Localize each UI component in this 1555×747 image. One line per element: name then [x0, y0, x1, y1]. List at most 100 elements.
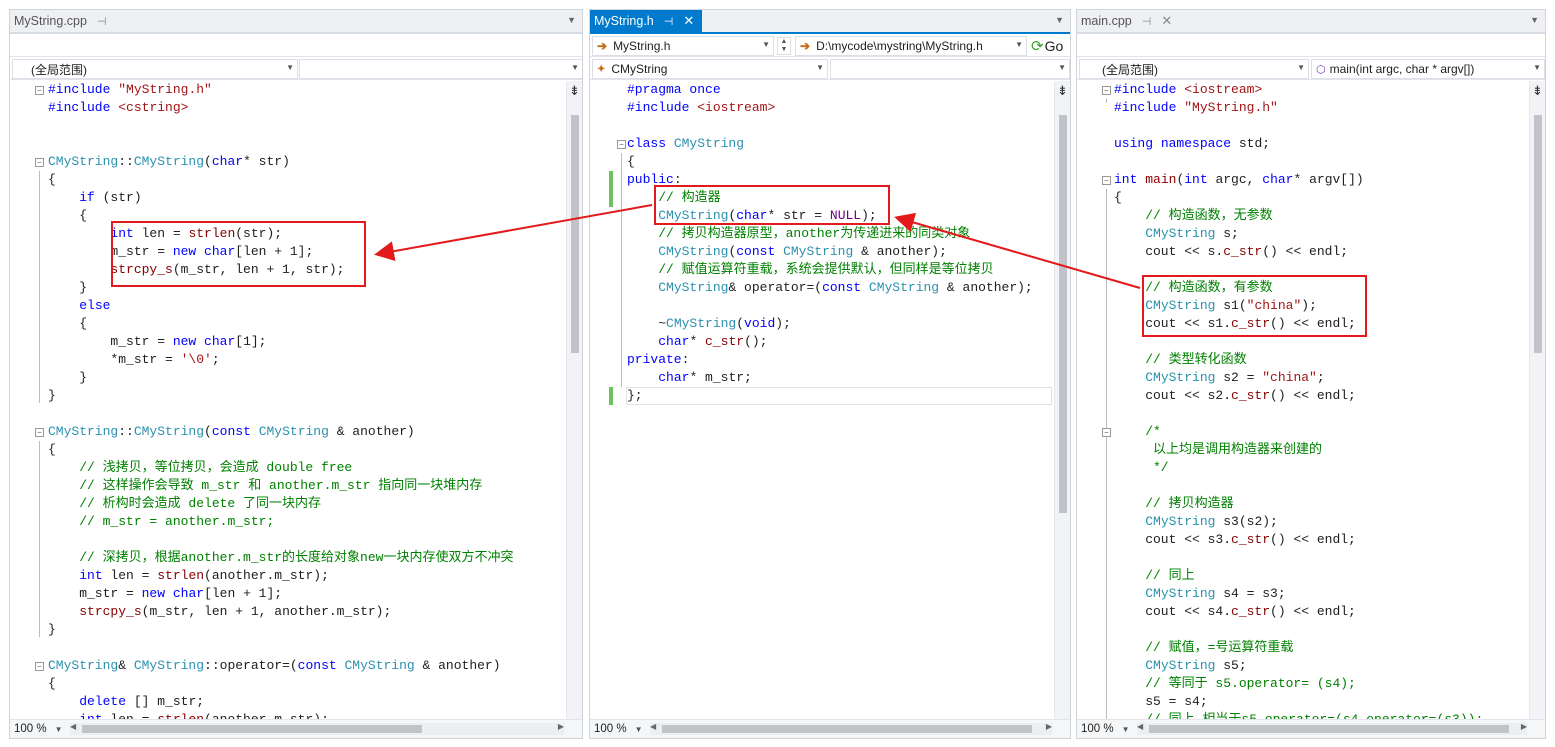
scrollbar-thumb[interactable]	[662, 725, 1032, 733]
editor-pane-mystring-h: MyString.h ⊣ ✕ ▼ ➔ MyString.h ▼ ▲▼ ➔ D:\…	[589, 9, 1071, 739]
tab-dropdown-icon[interactable]: ▼	[1530, 15, 1539, 25]
scroll-left-icon[interactable]: ◀	[1137, 722, 1144, 731]
vertical-scrollbar[interactable]: ⇟	[566, 81, 582, 719]
scrollbar-thumb[interactable]	[1149, 725, 1509, 733]
pin-icon[interactable]: ⊣	[96, 15, 107, 28]
close-icon[interactable]: ✕	[1161, 13, 1173, 28]
split-icon[interactable]: ⇟	[569, 83, 580, 98]
scrollbar-thumb[interactable]	[82, 725, 422, 733]
horizontal-scrollbar[interactable]: ◀ ▶	[70, 722, 564, 735]
code-line: delete [] m_str;	[79, 694, 205, 709]
code-line: #pragma once	[627, 82, 721, 97]
chevron-down-icon: ▼	[1015, 40, 1023, 49]
navigation-bar: ➔ MyString.h ▼ ▲▼ ➔ D:\mycode\mystring\M…	[590, 35, 1070, 57]
zoom-combo[interactable]: 100 % ▼	[594, 721, 643, 737]
current-line-highlight	[626, 387, 1052, 405]
code-line: CMyString& CMyString::operator=(const CM…	[48, 658, 501, 673]
editor-status-bar: 100 % ▼ ◀ ▶	[590, 719, 1070, 738]
tab-title: MyString.cpp	[14, 14, 87, 28]
code-line: cout << s.c_str() << endl;	[1114, 244, 1349, 259]
chevron-down-icon: ▼	[1297, 63, 1305, 72]
fold-toggle-icon[interactable]: −	[35, 662, 44, 671]
scrollbar-thumb[interactable]	[1059, 115, 1067, 513]
scope-combo[interactable]: (全局范围) ▼	[12, 59, 298, 79]
tab-mystring-cpp[interactable]: MyString.cpp ⊣	[10, 10, 115, 32]
zoom-combo[interactable]: 100 % ▼	[1081, 721, 1130, 737]
file-combo-label: MyString.h	[613, 39, 671, 53]
code-line: CMyString& operator=(const CMyString & a…	[658, 280, 1033, 295]
scroll-right-icon[interactable]: ▶	[557, 722, 564, 731]
code-line	[48, 135, 513, 153]
member-combo[interactable]: ▼	[299, 59, 582, 79]
fold-toggle-icon[interactable]: −	[617, 140, 626, 149]
code-line: ~CMyString(void);	[627, 316, 791, 331]
nav-spinner[interactable]: ▲▼	[777, 37, 791, 55]
code-line: cout << s3.c_str() << endl;	[1114, 532, 1356, 547]
code-line: cout << s1.c_str() << endl;	[1114, 316, 1356, 331]
fold-guide	[39, 171, 40, 403]
scroll-right-icon[interactable]: ▶	[1520, 722, 1527, 731]
scroll-left-icon[interactable]: ◀	[70, 722, 77, 731]
code-line: {	[48, 208, 88, 223]
fold-toggle-icon[interactable]: −	[35, 428, 44, 437]
go-button[interactable]: ⟳ Go	[1031, 36, 1063, 56]
code-line	[48, 405, 513, 423]
code-line: CMyString(char* str = NULL);	[658, 208, 877, 223]
vertical-scrollbar[interactable]: ⇟	[1054, 81, 1070, 719]
navigation-bar	[10, 35, 582, 57]
pin-icon[interactable]: ⊣	[663, 15, 674, 28]
class-combo[interactable]: ✦ CMyString ▼	[592, 59, 828, 79]
tab-dropdown-icon[interactable]: ▼	[567, 15, 576, 25]
code-line: // 深拷贝，根据another.m_str的长度给对象new一块内存使双方不冲…	[79, 550, 514, 565]
scope-combo[interactable]: (全局范围) ▼	[1079, 59, 1309, 79]
tab-main-cpp[interactable]: main.cpp ⊣ ✕	[1077, 10, 1180, 32]
member-combo[interactable]: ⬡ main(int argc, char * argv[]) ▼	[1311, 59, 1545, 79]
file-combo[interactable]: ➔ MyString.h ▼	[592, 36, 774, 56]
code-editor[interactable]: − − − − #include "MyString.h" #include <…	[10, 81, 582, 719]
tab-mystring-h[interactable]: MyString.h ⊣ ✕	[590, 10, 703, 32]
code-line: }	[48, 622, 56, 637]
vertical-scrollbar[interactable]: ⇟	[1529, 81, 1545, 719]
scroll-right-icon[interactable]: ▶	[1045, 722, 1052, 731]
code-line	[48, 531, 513, 549]
code-editor[interactable]: − − − #include <iostream> #include "MySt…	[1077, 81, 1545, 719]
close-icon[interactable]: ✕	[683, 13, 695, 28]
split-icon[interactable]: ⇟	[1057, 83, 1068, 98]
path-combo[interactable]: ➔ D:\mycode\mystring\MyString.h ▼	[795, 36, 1027, 56]
scope-bar: (全局范围) ▼ ▼	[10, 58, 582, 80]
chevron-down-icon: ▼	[571, 63, 579, 72]
code-editor[interactable]: − #pragma once #include <iostream> class…	[590, 81, 1070, 719]
code-line: else	[79, 298, 111, 313]
tab-dropdown-icon[interactable]: ▼	[1055, 15, 1064, 25]
fold-toggle-icon[interactable]: −	[35, 158, 44, 167]
fold-toggle-icon[interactable]: −	[1102, 428, 1111, 437]
chevron-down-icon: ▼	[286, 63, 294, 72]
tab-bar: MyString.cpp ⊣ ▼	[10, 10, 582, 34]
chevron-down-icon: ▼	[54, 724, 63, 734]
zoom-level: 100 %	[1081, 723, 1114, 735]
member-combo[interactable]: ▼	[830, 59, 1070, 79]
horizontal-scrollbar[interactable]: ◀ ▶	[650, 722, 1052, 735]
code-line: m_str = new char[len + 1];	[48, 244, 314, 259]
class-combo-label: CMyString	[611, 62, 668, 76]
split-icon[interactable]: ⇟	[1532, 83, 1543, 98]
scrollbar-thumb[interactable]	[1534, 115, 1542, 353]
code-lines: #include "MyString.h" #include <cstring>…	[48, 81, 513, 719]
code-line: CMyString s5;	[1145, 658, 1247, 673]
zoom-combo[interactable]: 100 % ▼	[14, 721, 63, 737]
scrollbar-thumb[interactable]	[571, 115, 579, 353]
fold-toggle-icon[interactable]: −	[1102, 86, 1111, 95]
code-line	[1114, 153, 1483, 171]
code-line	[1114, 117, 1483, 135]
scroll-left-icon[interactable]: ◀	[650, 722, 657, 731]
horizontal-scrollbar[interactable]: ◀ ▶	[1137, 722, 1527, 735]
tab-title: main.cpp	[1081, 14, 1132, 28]
chevron-down-icon: ▼	[1058, 63, 1066, 72]
code-line: {	[48, 316, 88, 331]
code-line: #include <iostream>	[1114, 82, 1263, 97]
pin-icon[interactable]: ⊣	[1141, 15, 1152, 28]
fold-toggle-icon[interactable]: −	[1102, 176, 1111, 185]
fold-toggle-icon[interactable]: −	[35, 86, 44, 95]
code-line: CMyString s;	[1145, 226, 1239, 241]
scope-combo-label: (全局范围)	[31, 62, 87, 77]
